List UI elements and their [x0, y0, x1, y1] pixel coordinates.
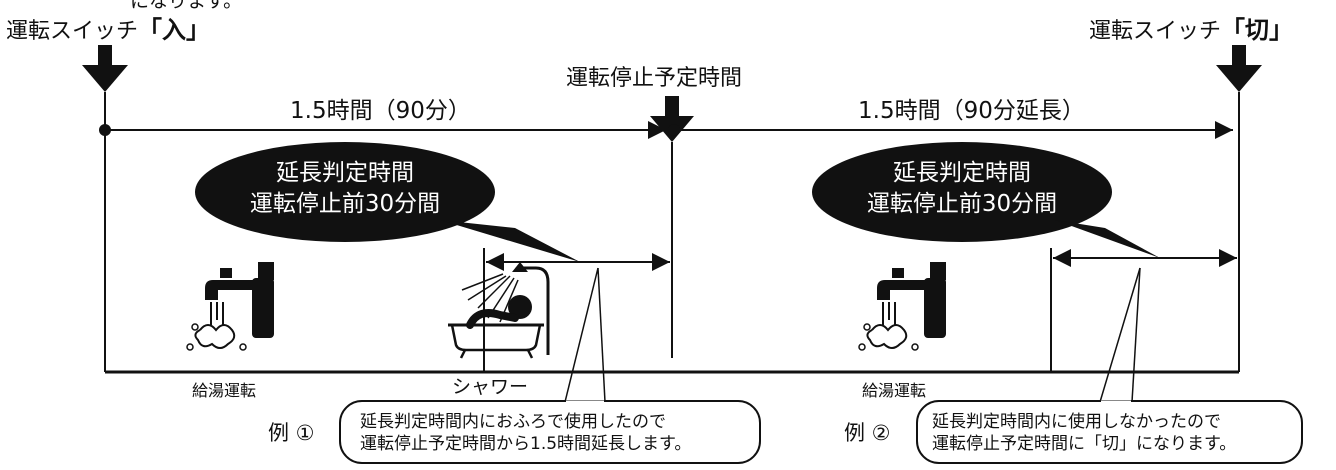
example-1-line1: 延長判定時間内におふろで使用したので — [360, 412, 666, 432]
bubble-2-line2: 運転停止前30分間 — [866, 191, 1058, 218]
switch-on-state: 「入」 — [138, 16, 211, 44]
example-2-label: 例 ② — [844, 421, 891, 445]
example-1-text: 延長判定時間内におふろで使用したので 運転停止予定時間から1.5時間延長します。 — [360, 411, 691, 455]
hot-water-label-2: 給湯運転 — [862, 381, 927, 400]
faucet-icon — [858, 262, 946, 351]
bubble-1-text: 延長判定時間 運転停止前30分間 — [195, 158, 495, 220]
down-arrow-icon — [1216, 45, 1262, 92]
switch-off-label: 運転スイッチ「切」 — [1089, 18, 1293, 43]
bathtub-shower-icon — [448, 262, 550, 359]
span-2-label: 1.5時間（90分延長） — [858, 98, 1085, 124]
switch-off-prefix: 運転スイッチ — [1089, 19, 1222, 44]
speech-bubble-1 — [195, 142, 580, 262]
switch-on-prefix: 運転スイッチ — [6, 19, 139, 44]
example-2-line1: 延長判定時間内に使用しなかったので — [932, 412, 1221, 432]
bubble-1-line1: 延長判定時間 — [276, 160, 414, 186]
switch-off-state: 「切」 — [1221, 16, 1294, 44]
speech-bubble-2 — [812, 142, 1160, 258]
example-box-1 — [339, 400, 761, 464]
top-cut-text: になります。 — [130, 0, 243, 12]
callout-pointer-1 — [564, 267, 606, 403]
bubble-1-line2: 運転停止前30分間 — [249, 191, 441, 218]
hot-water-label-1: 給湯運転 — [192, 381, 257, 400]
down-arrow-icon — [82, 45, 128, 92]
bubble-2-line1: 延長判定時間 — [893, 160, 1031, 186]
example-1-line2: 運転停止予定時間から1.5時間延長します。 — [360, 434, 692, 455]
faucet-icon — [186, 262, 274, 351]
example-2-text: 延長判定時間内に使用しなかったので 運転停止予定時間に「切」になります。 — [932, 411, 1236, 455]
bubble-2-text: 延長判定時間 運転停止前30分間 — [812, 158, 1112, 220]
example-1-label: 例 ① — [268, 421, 315, 445]
span-arrow-2 — [668, 121, 1233, 139]
span-1-label: 1.5時間（90分） — [290, 98, 471, 124]
callout-pointer-2 — [1099, 267, 1141, 403]
span-arrow-1 — [99, 121, 666, 139]
example-2-line2: 運転停止予定時間に「切」になります。 — [932, 434, 1237, 455]
switch-on-label: 運転スイッチ「入」 — [6, 18, 210, 43]
judgment-window-2 — [1050, 248, 1237, 372]
shower-label: シャワー — [452, 376, 529, 398]
stop-scheduled-label: 運転停止予定時間 — [566, 66, 743, 91]
